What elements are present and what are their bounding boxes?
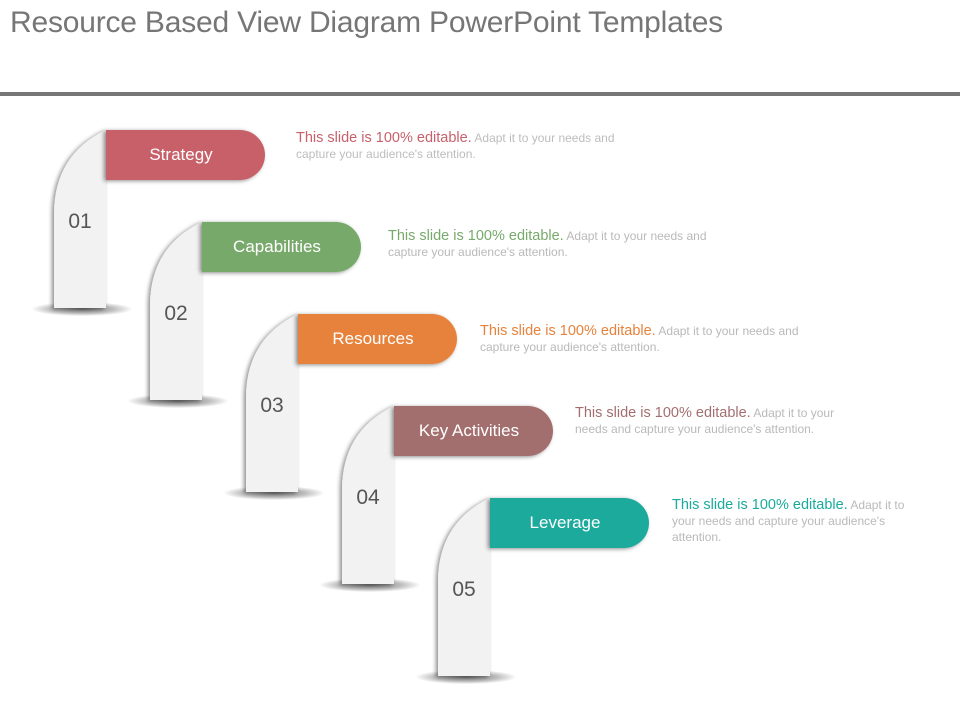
step-shape xyxy=(438,498,649,676)
description-lead: This slide is 100% editable. xyxy=(296,130,472,146)
step-shape xyxy=(54,130,265,308)
description-body: Adapt it to your needs and capture your … xyxy=(296,131,615,161)
description-body: Adapt it to your needs and capture your … xyxy=(480,324,799,354)
step-shape xyxy=(246,314,457,492)
step-label: Leverage xyxy=(529,513,601,532)
description-body: Adapt it to your needs and capture your … xyxy=(672,498,905,544)
step-01: 01 Strategy xyxy=(32,124,270,316)
step-label: Key Activities xyxy=(418,421,520,440)
step-04: 04 Key Activities xyxy=(320,400,558,592)
step-label: Resources xyxy=(332,329,414,348)
description-lead: This slide is 100% editable. xyxy=(575,405,751,421)
step-05: 05 Leverage xyxy=(416,492,654,684)
step-number: 04 xyxy=(356,486,380,509)
step-description: This slide is 100% editable. Adapt it to… xyxy=(672,497,927,545)
step-description: This slide is 100% editable. Adapt it to… xyxy=(480,323,810,355)
step-label: Strategy xyxy=(149,145,213,164)
step-shape xyxy=(342,406,553,584)
step-label: Capabilities xyxy=(233,237,321,256)
step-number: 02 xyxy=(164,302,188,325)
description-lead: This slide is 100% editable. xyxy=(388,228,564,244)
slide-title: Resource Based View Diagram PowerPoint T… xyxy=(10,6,723,39)
step-shape xyxy=(150,222,361,400)
step-02: 02 Capabilities xyxy=(128,216,366,408)
step-description: This slide is 100% editable. Adapt it to… xyxy=(388,228,718,260)
description-body: Adapt it to your needs and capture your … xyxy=(388,229,707,259)
step-description: This slide is 100% editable. Adapt it to… xyxy=(296,130,626,162)
step-description: This slide is 100% editable. Adapt it to… xyxy=(575,405,865,437)
description-lead: This slide is 100% editable. xyxy=(672,497,848,513)
step-03: 03 Resources xyxy=(224,308,462,500)
step-number: 05 xyxy=(452,578,476,601)
step-number: 03 xyxy=(260,394,284,417)
description-lead: This slide is 100% editable. xyxy=(480,323,656,339)
title-divider xyxy=(0,92,960,96)
description-body: Adapt it to your needs and capture your … xyxy=(575,406,835,436)
step-number: 01 xyxy=(68,210,92,233)
